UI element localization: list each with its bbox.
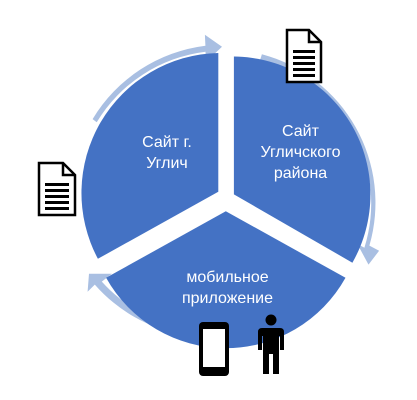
segment-label-mobilnoe-prilozhenie: мобильное приложение (181, 269, 273, 307)
segment-label-sait-uglichskogo-raiona: Сайт Угличского района (260, 123, 341, 182)
segment-label-sait-uglich: Сайт г. Углич (142, 134, 192, 172)
segment-sait-uglichskogo-raiona (233, 56, 371, 263)
smartphone-icon (197, 320, 231, 378)
pie-segments (81, 53, 371, 349)
cycle-arrow-top (92, 34, 222, 123)
document-icon (285, 28, 323, 84)
person-icon (257, 314, 285, 376)
segment-sait-uglich (81, 53, 219, 259)
document-icon (37, 161, 77, 217)
segment-mobilnoe-prilozhenie (106, 211, 346, 349)
cycle-arrow-right (260, 54, 380, 265)
